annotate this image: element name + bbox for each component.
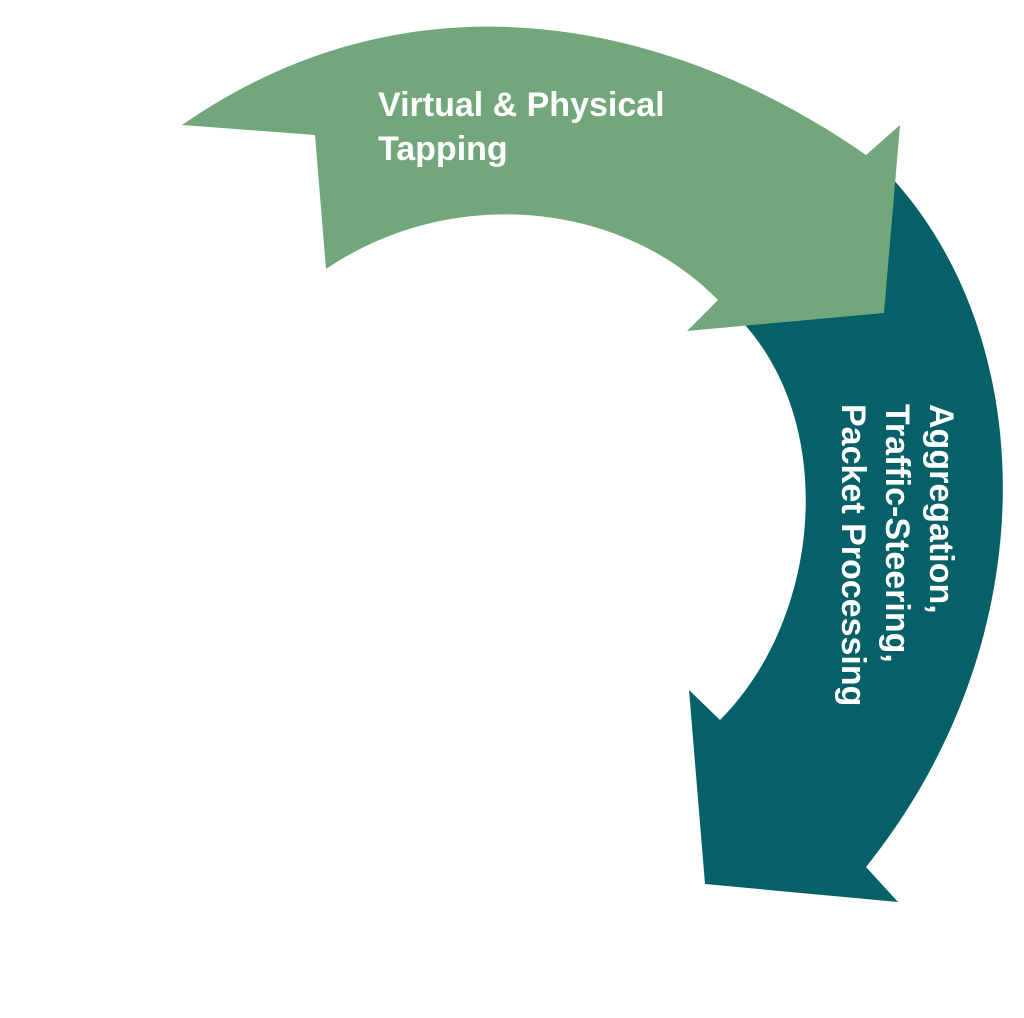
arrow-label-aggregation: Aggregation, Traffic-Steering, Packet Pr… — [834, 404, 960, 706]
arrow-shape-tapping — [182, 26, 900, 331]
arrow-shape-aggregation — [689, 178, 1003, 902]
tapping-label-line-2: Tapping — [378, 130, 508, 168]
tapping-label-line-1: Virtual & Physical — [378, 86, 665, 124]
step-arrow-tapping: Virtual & Physical Tapping — [182, 26, 900, 331]
arrow-label-tapping: Virtual & Physical Tapping — [378, 86, 674, 168]
aggregation-label-line-3: Packet Processing — [834, 404, 872, 706]
aggregation-label-line-1: Aggregation, — [922, 404, 960, 614]
step-arrow-aggregation: Aggregation, Traffic-Steering, Packet Pr… — [689, 178, 1003, 902]
aggregation-label-line-2: Traffic-Steering, — [878, 404, 916, 663]
